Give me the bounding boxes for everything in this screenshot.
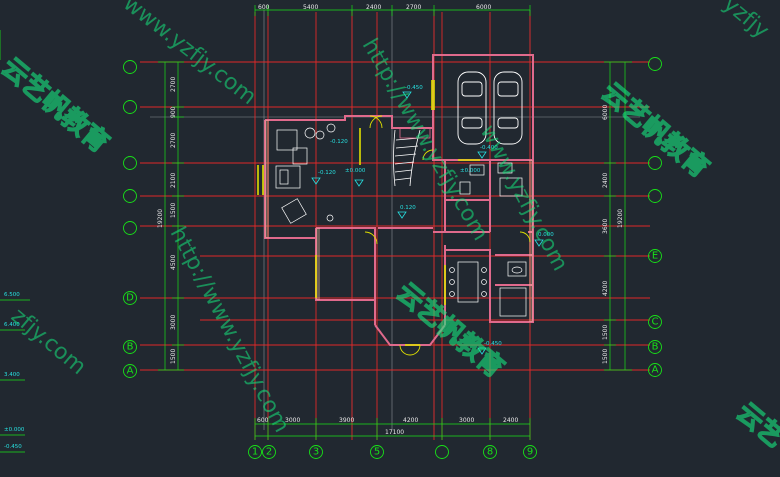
top-dim-5: 6000 [476, 4, 491, 11]
watermark-url-1: www.yzfjy.com [118, 0, 260, 110]
top-dim-3: 2400 [366, 4, 381, 11]
axis-bubbles-right [648, 57, 662, 377]
axis-col-2: 2 [266, 447, 272, 458]
bottom-dim-6: 2400 [503, 417, 518, 424]
left-dim-4: 2100 [170, 173, 177, 188]
side-elevation-1: 6.500 [4, 292, 20, 298]
bottom-dim-5: 3000 [459, 417, 474, 424]
left-total-dim: 19200 [157, 209, 164, 228]
elevation-entry: -0.450 [484, 341, 502, 347]
left-dim-2: 900 [170, 106, 177, 118]
axis-right-b: B [652, 342, 659, 353]
elevation-bath: ±0.000 [460, 168, 481, 174]
top-dim-4: 2700 [406, 4, 421, 11]
elevation-study: -0.120 [330, 139, 348, 145]
bottom-dim-4: 4200 [403, 417, 418, 424]
axis-col-1: 1 [252, 447, 258, 458]
right-dim-4: 4200 [602, 281, 609, 296]
right-dim-1: 6000 [602, 105, 609, 120]
axis-right-e: E [652, 251, 658, 262]
left-dim-7: 3000 [170, 315, 177, 330]
bottom-dim-2: 3000 [285, 417, 300, 424]
staircase [393, 127, 431, 187]
left-dim-3: 2700 [170, 133, 177, 148]
axis-bubbles-bottom [248, 445, 537, 459]
wall-infill [265, 120, 533, 322]
axis-col-3: 3 [313, 447, 319, 458]
side-elevation-4: ±0.000 [4, 427, 25, 433]
elevation-garage: -0.450 [405, 85, 423, 91]
left-dim-6: 4500 [170, 255, 177, 270]
right-dim-3: 3600 [602, 219, 609, 234]
elevation-living: -0.120 [318, 170, 336, 176]
red-axis-lines [140, 12, 650, 440]
elevation-corridor: 0.120 [400, 205, 416, 211]
door-swings [364, 115, 531, 356]
top-dim-1: 600 [258, 4, 270, 11]
watermark-cn-4: 云艺 [731, 397, 780, 453]
right-dim-5: 1500 [602, 325, 609, 340]
axis-left-b: B [127, 342, 134, 353]
bottom-total-dim: 17100 [385, 429, 404, 436]
elevation-markers [311, 91, 544, 355]
elevation-service: -0.400 [480, 145, 498, 151]
furniture [275, 123, 527, 317]
watermark-url-6: yzfjy [718, 0, 773, 44]
axis-left-a: A [127, 366, 134, 377]
bottom-dim-1: 600 [257, 417, 269, 424]
axis-col-8: 8 [487, 447, 493, 458]
left-dim-5: 1500 [170, 203, 177, 218]
bottom-dim-3: 3900 [339, 417, 354, 424]
left-dim-1: 2700 [170, 77, 177, 92]
axis-left-d: D [126, 293, 134, 304]
dimension-lines [158, 5, 632, 440]
watermark-cn-2: 云艺帆教育 [596, 77, 716, 184]
elevation-kitchen: 0.000 [538, 232, 554, 238]
axis-col-9: 9 [527, 447, 533, 458]
right-dim-2: 2400 [602, 173, 609, 188]
watermark-url-5: zfjy.com [6, 303, 90, 380]
left-edge-marks [0, 30, 30, 453]
axis-bubbles-left [123, 60, 137, 378]
right-total-dim: 19200 [617, 209, 624, 228]
watermark-cn-1: 云艺帆教育 [0, 52, 115, 159]
left-dim-8: 1500 [170, 349, 177, 364]
axis-right-a: A [652, 365, 659, 376]
cars [457, 71, 523, 145]
top-dim-2: 5400 [303, 4, 318, 11]
watermark-url-2: http://www.yzfjy.com [165, 223, 294, 437]
side-elevation-2: 6.400 [4, 322, 20, 328]
elevation-hall: ±0.000 [345, 168, 366, 174]
axis-col-5: 5 [374, 447, 380, 458]
axis-right-c: C [652, 317, 659, 328]
windows [257, 80, 480, 346]
right-dim-6: 1500 [602, 349, 609, 364]
side-elevation-3: 3.400 [4, 372, 20, 378]
side-elevation-5: -0.450 [4, 444, 22, 450]
